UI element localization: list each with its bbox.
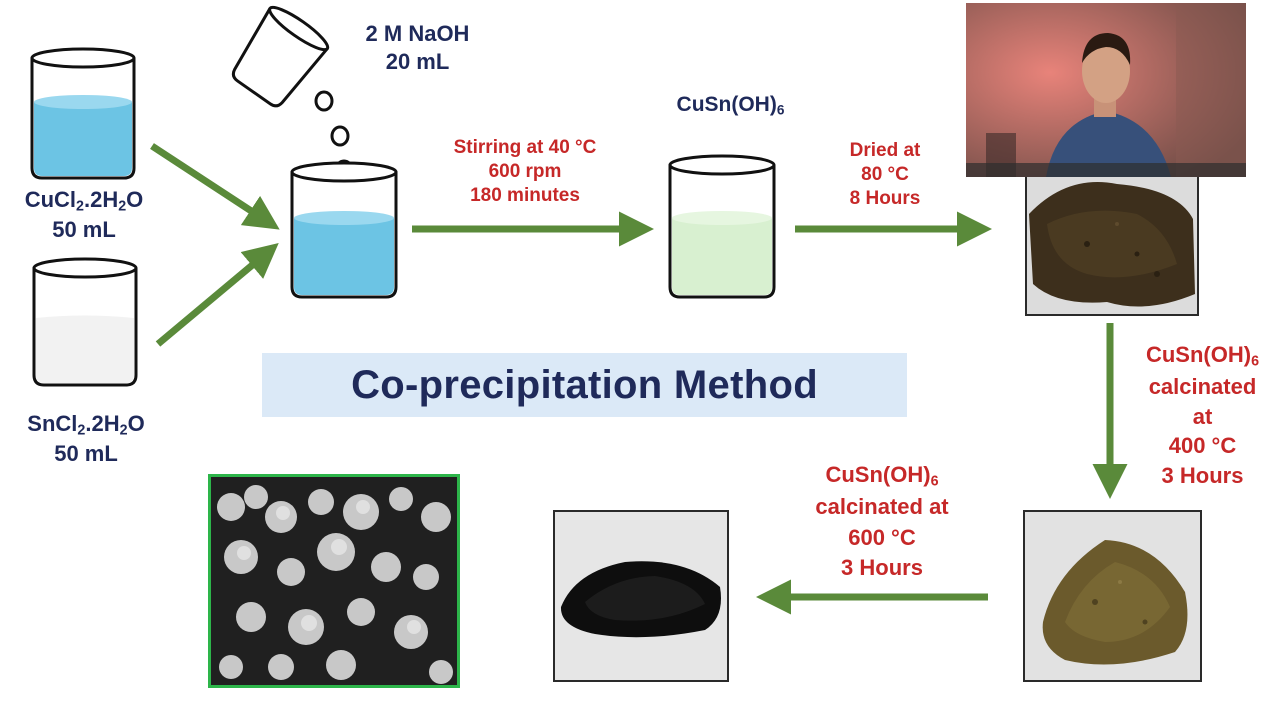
beaker-cucl2-icon [30, 47, 136, 180]
photo-powder-400 [1023, 510, 1202, 682]
label-stirring: Stirring at 40 °C 600 rpm 180 minutes [453, 137, 597, 206]
sem-micrograph-image [208, 474, 460, 688]
label-naoh: 2 M NaOH 20 mL [365, 21, 470, 74]
beaker-mixing-icon [290, 161, 398, 299]
beaker-product-icon [668, 154, 776, 299]
photo-dried-powder [1025, 172, 1199, 316]
webcam-video-overlay [966, 3, 1246, 177]
page-title: Co-precipitation Method [262, 353, 907, 417]
beaker-sncl2-icon [32, 257, 138, 387]
label-drying: Dried at 80 °C 8 Hours [849, 140, 921, 209]
label-calcination-600: CuSn(OH)6 calcinated at 600 °C 3 Hours [815, 462, 949, 580]
arrow-cucl2-to-mix [150, 143, 280, 230]
label-calcination-400: CuSn(OH)6 calcinated at 400 °C 3 Hours [1145, 342, 1260, 488]
photo-powder-600 [553, 510, 729, 682]
label-product: CuSn(OH)6 [676, 93, 785, 118]
arrow-sncl2-to-mix [155, 243, 279, 347]
label-cucl2: CuCl2.2H2O 50 mL [24, 187, 144, 243]
naoh-cup-icon [231, 5, 330, 108]
label-sncl2: SnCl2.2H2O 50 mL [27, 411, 145, 467]
